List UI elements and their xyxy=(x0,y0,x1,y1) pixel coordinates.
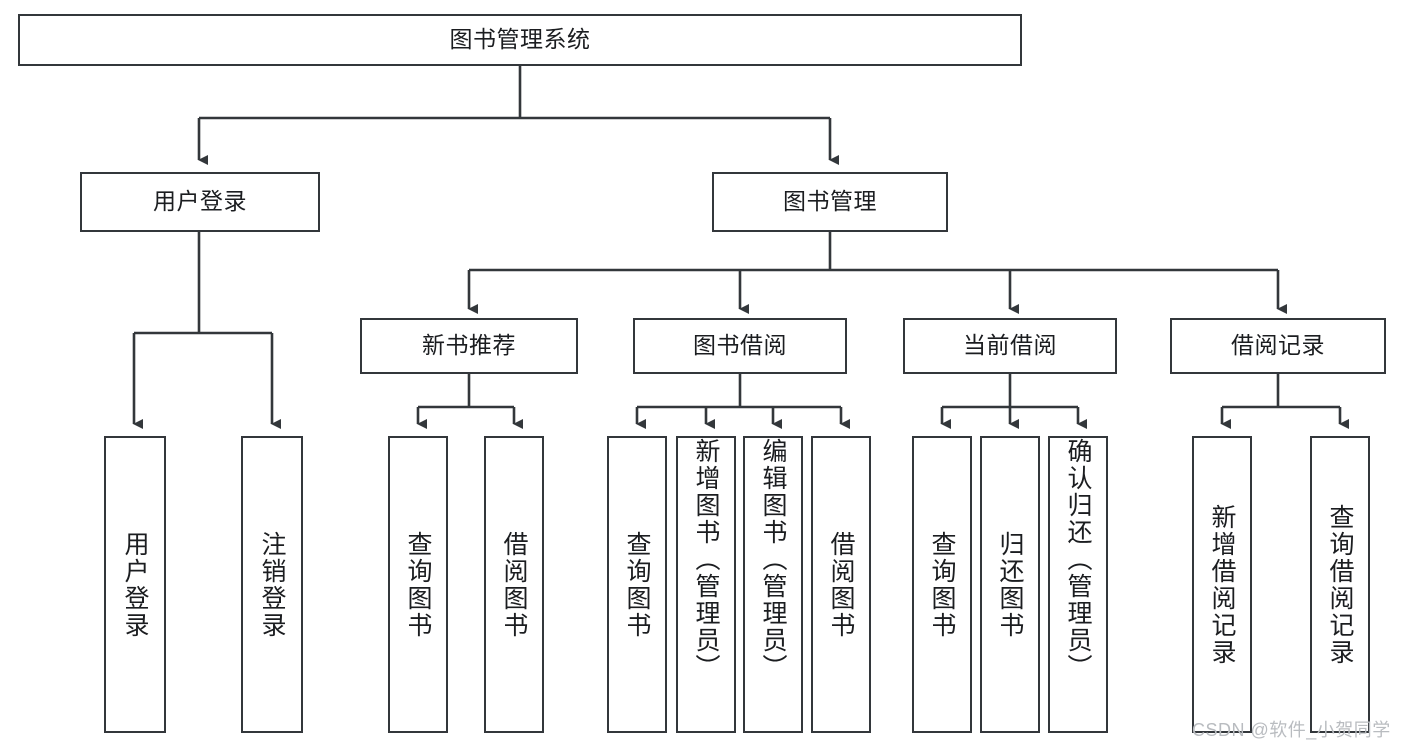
node-leaf-logout-login[interactable]: 注销登录 xyxy=(241,436,303,733)
node-leaf-borrow-book-2[interactable]: 借阅图书 xyxy=(811,436,871,733)
node-book-borrow-label: 图书借阅 xyxy=(693,332,787,359)
node-book-management-label: 图书管理 xyxy=(783,188,877,215)
node-leaf-query-book-1[interactable]: 查询图书 xyxy=(388,436,448,733)
node-book-borrow[interactable]: 图书借阅 xyxy=(633,318,847,374)
node-leaf-query-book-1-label: 查询图书 xyxy=(404,530,432,639)
node-leaf-confirm-return-label: 确认归还（管理员） xyxy=(1064,438,1092,681)
node-leaf-add-book-label: 新增图书（管理员） xyxy=(692,438,720,681)
node-leaf-query-record-label: 查询借阅记录 xyxy=(1326,503,1354,666)
node-leaf-query-record[interactable]: 查询借阅记录 xyxy=(1310,436,1370,733)
node-leaf-return-book[interactable]: 归还图书 xyxy=(980,436,1040,733)
node-leaf-add-record-label: 新增借阅记录 xyxy=(1208,503,1236,666)
node-current-borrow[interactable]: 当前借阅 xyxy=(903,318,1117,374)
node-book-management[interactable]: 图书管理 xyxy=(712,172,948,232)
node-user-login[interactable]: 用户登录 xyxy=(80,172,320,232)
node-borrow-record[interactable]: 借阅记录 xyxy=(1170,318,1386,374)
node-leaf-query-book-2-label: 查询图书 xyxy=(623,530,651,639)
node-leaf-logout-login-label: 注销登录 xyxy=(258,530,286,639)
node-leaf-add-record[interactable]: 新增借阅记录 xyxy=(1192,436,1252,733)
node-leaf-query-book-3[interactable]: 查询图书 xyxy=(912,436,972,733)
node-leaf-query-book-3-label: 查询图书 xyxy=(928,530,956,639)
node-borrow-record-label: 借阅记录 xyxy=(1231,332,1325,359)
node-leaf-query-book-2[interactable]: 查询图书 xyxy=(607,436,667,733)
node-leaf-borrow-book-1-label: 借阅图书 xyxy=(500,530,528,639)
node-leaf-confirm-return[interactable]: 确认归还（管理员） xyxy=(1048,436,1108,733)
node-current-borrow-label: 当前借阅 xyxy=(963,332,1057,359)
node-new-book-recommend[interactable]: 新书推荐 xyxy=(360,318,578,374)
node-leaf-edit-book-label: 编辑图书（管理员） xyxy=(759,438,787,681)
node-leaf-return-book-label: 归还图书 xyxy=(996,530,1024,639)
node-root-label: 图书管理系统 xyxy=(449,26,591,53)
node-leaf-edit-book[interactable]: 编辑图书（管理员） xyxy=(743,436,803,733)
node-leaf-user-login-label: 用户登录 xyxy=(121,530,149,639)
watermark-text: CSDN @软件_小贺同学 xyxy=(1192,720,1391,740)
node-leaf-add-book[interactable]: 新增图书（管理员） xyxy=(676,436,736,733)
node-leaf-borrow-book-2-label: 借阅图书 xyxy=(827,530,855,639)
node-leaf-user-login[interactable]: 用户登录 xyxy=(104,436,166,733)
node-leaf-borrow-book-1[interactable]: 借阅图书 xyxy=(484,436,544,733)
node-new-book-recommend-label: 新书推荐 xyxy=(422,332,516,359)
node-user-login-label: 用户登录 xyxy=(153,188,247,215)
node-root[interactable]: 图书管理系统 xyxy=(18,14,1022,66)
